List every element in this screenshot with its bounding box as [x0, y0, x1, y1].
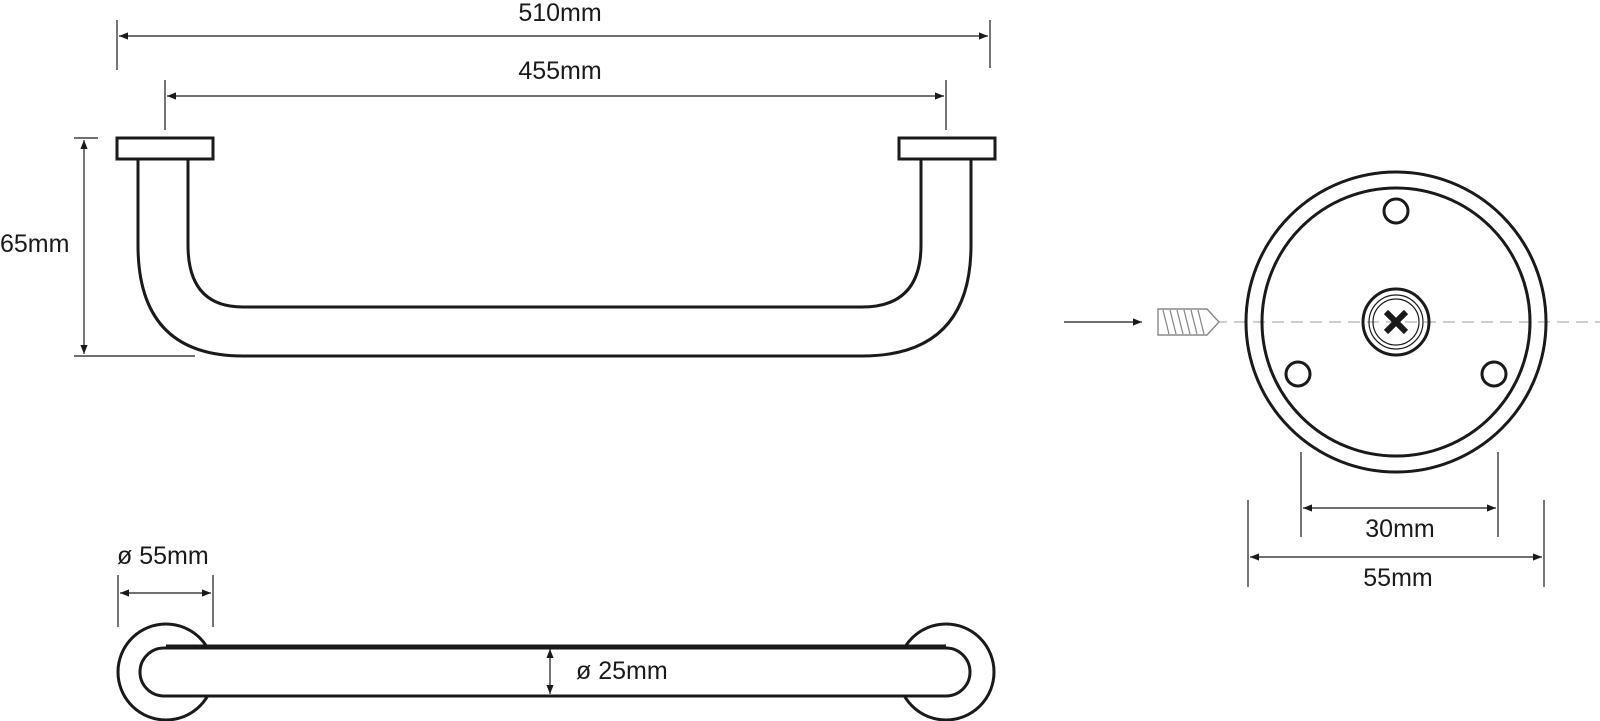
- tube-inner: [138, 646, 972, 698]
- screw-spacing-label: 30mm: [1365, 515, 1434, 543]
- mounting-hole-right: [1480, 360, 1508, 388]
- mounting-hole-top: [1382, 197, 1410, 225]
- bar-inner-contour: [186, 159, 923, 309]
- tube-diameter-label: ø 25mm: [576, 657, 668, 685]
- cross-cap-icon: [1361, 287, 1431, 357]
- right-flange: [897, 136, 997, 161]
- flange-diameter-label: ø 55mm: [117, 542, 209, 570]
- side-view: 510mm 455mm 65mm: [0, 0, 997, 358]
- rosette-outer-ring: [1244, 170, 1548, 474]
- projection-label: 65mm: [0, 230, 69, 258]
- tube-body: [166, 646, 946, 696]
- left-flange: [115, 136, 215, 161]
- mounting-hole-left: [1284, 360, 1312, 388]
- rosette-front-view: 30mm 55mm: [1064, 170, 1600, 592]
- bar-outer-contour: [136, 159, 973, 358]
- rosette-diameter-label: 55mm: [1363, 564, 1432, 592]
- inner-length-label: 455mm: [518, 57, 601, 85]
- overall-length-label: 510mm: [518, 0, 601, 27]
- screw-icon: [1157, 308, 1220, 336]
- top-view: ø 55mm ø 25mm: [116, 542, 996, 721]
- rosette-inner-ring: [1260, 186, 1532, 458]
